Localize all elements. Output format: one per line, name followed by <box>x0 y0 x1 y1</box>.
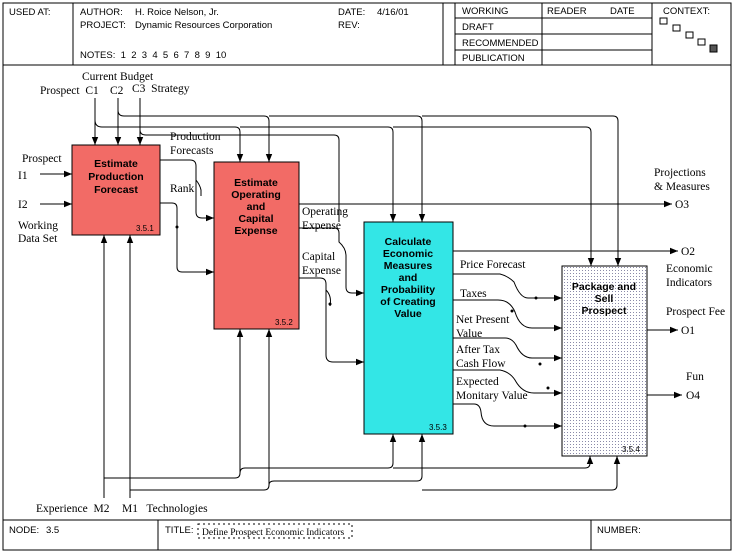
box-3-5-3-line2: Economic <box>383 248 433 260</box>
label-i1: I1 <box>18 170 28 182</box>
label-economic: Economic <box>666 263 713 275</box>
project-value: Dynamic Resources Corporation <box>135 20 272 31</box>
rev-label: REV: <box>338 20 360 31</box>
label-prospect-fee: Prospect Fee <box>666 306 725 318</box>
label-monitary-value: Monitary Value <box>456 390 528 402</box>
title-value: Define Prospect Economic Indicators <box>202 527 344 538</box>
label-experience-m2: Experience M2 <box>36 503 110 515</box>
output-arrows <box>299 200 682 399</box>
label-current-budget: Current Budget <box>82 71 154 83</box>
label-price-forecast: Price Forecast <box>460 259 526 271</box>
label-production: Production <box>170 131 221 143</box>
label-working: Working <box>18 220 58 232</box>
label-net-present: Net Present <box>456 314 510 326</box>
input-arrows <box>40 159 562 430</box>
label-measures: & Measures <box>654 181 710 193</box>
number-label: NUMBER: <box>597 525 641 536</box>
status-draft: DRAFT <box>462 22 494 33</box>
label-taxes: Taxes <box>460 288 487 300</box>
label-o1: O1 <box>681 325 695 337</box>
label-after-tax: After Tax <box>456 344 500 356</box>
label-capital-expense: Expense <box>302 265 341 277</box>
date-label: DATE: <box>338 7 365 18</box>
label-prospect-input: Prospect <box>22 153 62 165</box>
box-3-5-1-line2: Production <box>88 171 143 183</box>
author-value: H. Roice Nelson, Jr. <box>135 7 219 18</box>
box-3-5-3-line6: of Creating <box>380 296 435 308</box>
context-icon <box>659 17 718 53</box>
label-operating: Operating <box>302 206 348 218</box>
label-o3: O3 <box>675 199 689 211</box>
label-forecasts: Forecasts <box>170 145 214 157</box>
box-3-5-2-number: 3.5.2 <box>275 318 293 327</box>
label-i2: I2 <box>18 199 28 211</box>
label-c3-strategy: C3 Strategy <box>132 83 190 95</box>
reader-date-label: DATE <box>610 6 635 17</box>
label-prospect-c1: Prospect C1 <box>40 85 99 97</box>
box-3-5-4-number: 3.5.4 <box>622 445 640 454</box>
box-3-5-2-line4: Capital <box>238 213 273 225</box>
box-3-5-3-number: 3.5.3 <box>429 423 447 432</box>
label-operating-expense: Expense <box>302 220 341 232</box>
title-label: TITLE: <box>165 525 194 536</box>
date-value: 4/16/01 <box>377 7 409 18</box>
box-3-5-4-line2: Sell <box>595 293 614 305</box>
box-3-5-4-line1: Package and <box>572 281 636 293</box>
status-recommended: RECOMMENDED <box>462 38 539 49</box>
box-3-5-4-line3: Prospect <box>582 305 627 317</box>
reader-label: READER <box>547 6 587 17</box>
control-arrows <box>91 98 622 266</box>
label-expected: Expected <box>456 376 499 388</box>
label-o4: O4 <box>686 390 700 402</box>
box-3-5-1-line1: Estimate <box>94 158 138 170</box>
activity-box-3-5-4[interactable]: Package and Sell Prospect 3.5.4 <box>561 265 648 457</box>
node-label: NODE: <box>9 525 39 536</box>
box-3-5-2-line1: Estimate <box>234 177 278 189</box>
box-3-5-3-line4: and <box>399 272 418 284</box>
notes-label: NOTES: 1 2 3 4 5 6 7 8 9 10 <box>80 50 226 61</box>
arrow-labels: Current Budget Prospect C1 C2 C3 Strateg… <box>18 71 725 515</box>
context-label: CONTEXT: <box>663 6 710 17</box>
label-projections: Projections <box>654 167 706 179</box>
label-m1-technologies: M1 Technologies <box>122 503 208 515</box>
box-3-5-2-line5: Expense <box>234 225 277 237</box>
label-o2: O2 <box>681 246 695 258</box>
activity-box-3-5-2[interactable]: Estimate Operating and Capital Expense 3… <box>213 161 300 330</box>
mechanism-arrows <box>100 235 621 498</box>
label-indicators: Indicators <box>666 277 713 289</box>
label-c2: C2 <box>110 85 124 97</box>
box-3-5-1-number: 3.5.1 <box>136 224 154 233</box>
label-fun: Fun <box>686 371 704 383</box>
label-npv-value: Value <box>456 328 482 340</box>
box-3-5-3-line1: Calculate <box>385 236 432 248</box>
box-3-5-2-line3: and <box>247 201 266 213</box>
box-3-5-3-line5: Probability <box>381 284 435 296</box>
used-at-label: USED AT: <box>9 7 51 18</box>
box-3-5-3-line7: Value <box>394 308 422 320</box>
label-rank: Rank <box>170 183 195 195</box>
box-3-5-3-line3: Measures <box>384 260 433 272</box>
node-value: 3.5 <box>46 525 59 536</box>
activity-box-3-5-3[interactable]: Calculate Economic Measures and Probabil… <box>363 221 454 435</box>
title-frame <box>197 523 353 539</box>
label-data-set: Data Set <box>18 233 58 245</box>
status-publication: PUBLICATION <box>462 53 525 64</box>
author-label: AUTHOR: <box>80 7 123 18</box>
project-label: PROJECT: <box>80 20 126 31</box>
activity-box-3-5-1[interactable]: Estimate Production Forecast 3.5.1 <box>71 144 161 236</box>
status-working: WORKING <box>462 6 508 17</box>
box-3-5-2-line2: Operating <box>231 189 281 201</box>
label-capital: Capital <box>302 251 335 263</box>
box-3-5-1-line3: Forecast <box>94 184 138 196</box>
label-cash-flow: Cash Flow <box>456 358 506 370</box>
